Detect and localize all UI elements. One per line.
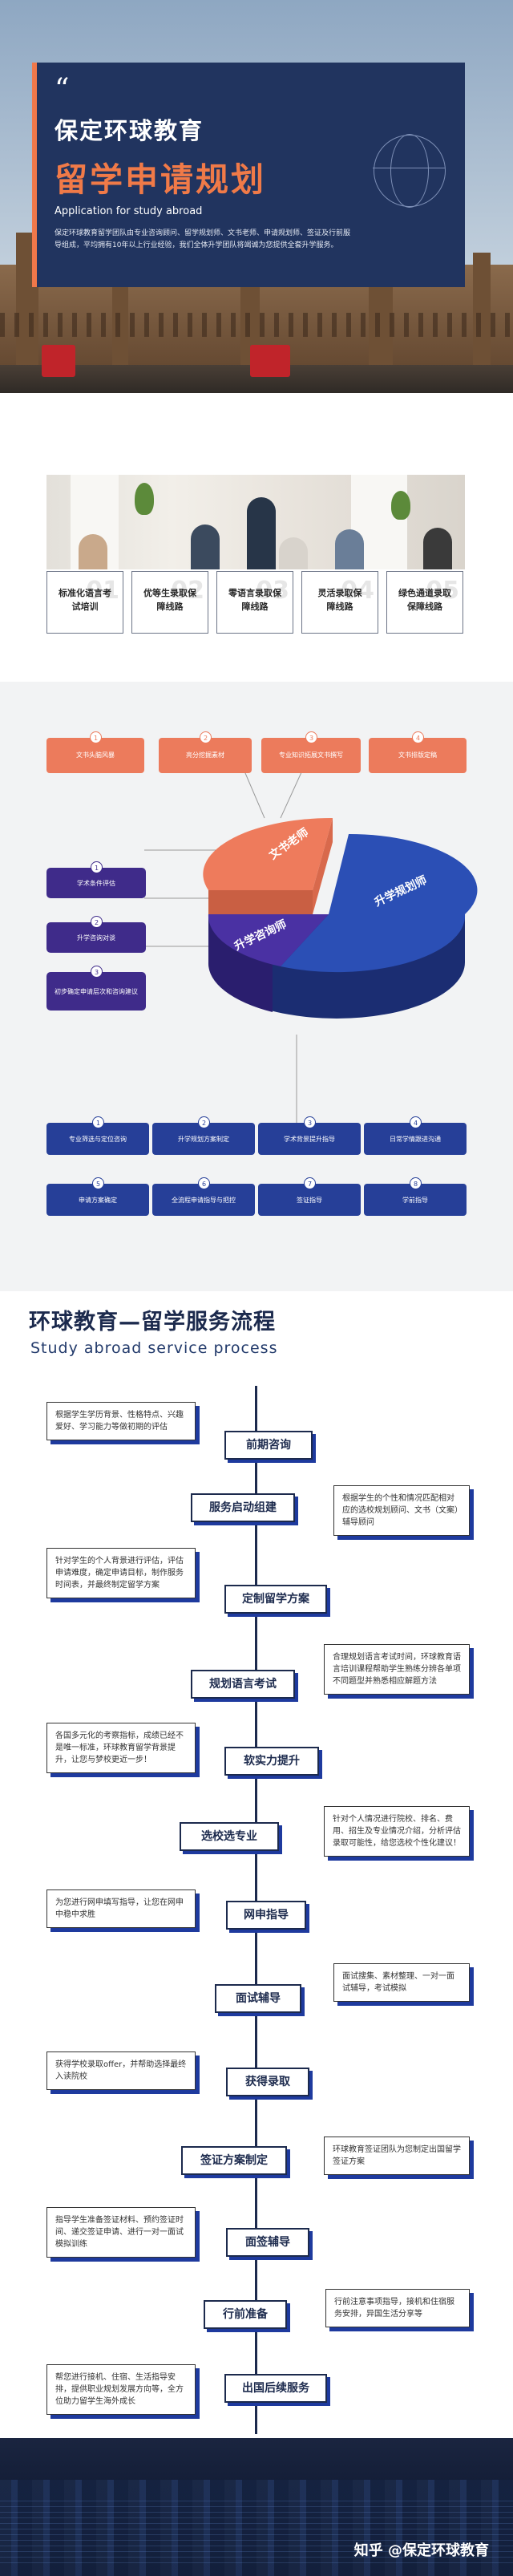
step-description: 获得学校录取offer，并帮助选择最终入读院校 (46, 2051, 196, 2090)
step-label: 定制留学方案 (224, 1585, 327, 1614)
service-card: 05 绿色通道录取保障线路 (386, 571, 463, 634)
step-label: 选校选专业 (180, 1822, 279, 1851)
hero-title-line2: 留学申请规划 (55, 160, 266, 199)
process-title-en: Study abroad service process (30, 1339, 278, 1357)
step-label: 网申指导 (226, 1901, 306, 1930)
night-city-footer: 知乎 @保定环球教育 (0, 2438, 513, 2576)
step-label: 行前准备 (204, 2300, 287, 2329)
hero-title-line1: 保定环球教育 (55, 117, 204, 144)
watermark: 知乎 @保定环球教育 (353, 2542, 489, 2559)
bus-image (42, 345, 75, 377)
step-label: 规划语言考试 (191, 1670, 295, 1699)
quote-mark: “ (55, 73, 70, 106)
step-description: 指导学生准备签证材料、预约签证时间、递交签证申请、进行一对一面试模拟训练 (46, 2207, 196, 2258)
hero-subtitle-en: Application for study abroad (55, 205, 203, 217)
hero-title-panel: “ 保定环球教育 留学申请规划 Application for study ab… (32, 63, 465, 287)
service-cards: 01 标准化语言考试培训 02 优等生录取保障线路 03 零语言录取保障线路 0… (46, 571, 465, 634)
step-label: 软实力提升 (224, 1747, 319, 1776)
step-label: 服务启动组建 (191, 1493, 295, 1522)
step-description: 针对学生的个人背景进行评估，评估申请难度，确定申请目标，制作服务时间表，并最终制… (46, 1548, 196, 1598)
globe-icon (373, 134, 446, 208)
step-label: 面签辅导 (226, 2228, 309, 2257)
step-label: 获得录取 (226, 2068, 309, 2096)
hero-description: 保定环球教育留学团队由专业咨询顾问、留学规划师、文书老师、申请规划师、签证及行前… (55, 229, 351, 249)
step-description: 行前注意事项指导，接机和住宿服务安排，异国生活分享等 (325, 2289, 470, 2327)
step-description: 环球教育签证团队为您制定出国留学签证方案 (324, 2137, 470, 2175)
process-title: 环球教育—留学服务流程 (29, 1310, 276, 1335)
step-description: 各国多元化的考察指标，成绩已经不是唯一标准，环球教育留学背景提升，让您与梦校更近… (46, 1723, 196, 1773)
step-description: 针对个人情况进行院校、排名、费用、招生及专业情况介绍，分析评估录取可能性，给您选… (324, 1806, 470, 1857)
service-card: 02 优等生录取保障线路 (131, 571, 208, 634)
step-label: 面试辅导 (215, 1984, 301, 2013)
step-description: 面试搜集、素材整理、一对一面试辅导，考试模拟 (333, 1963, 470, 2002)
bus-image (250, 345, 290, 377)
hero-banner: “ 保定环球教育 留学申请规划 Application for study ab… (0, 0, 513, 393)
service-card: 04 灵活录取保障线路 (301, 571, 378, 634)
service-card: 03 零语言录取保障线路 (216, 571, 293, 634)
step-label: 签证方案制定 (181, 2146, 287, 2175)
step-label: 出国后续服务 (224, 2374, 327, 2403)
step-description: 为您进行网申填写指导，让您在网申中稳中求胜 (46, 1889, 196, 1928)
step-description: 根据学生的个性和情况匹配相对应的选校规划顾问、文书（文案）辅导顾问 (333, 1485, 470, 1536)
step-description: 根据学生学历背景、性格特点、兴趣爱好、学习能力等做初期的评估 (46, 1402, 196, 1440)
team-pie-chart: 文书老师 升学规划师 升学咨询师 (203, 817, 478, 1019)
service-card: 01 标准化语言考试培训 (46, 571, 123, 634)
step-description: 帮您进行接机、住宿、生活指导安排，提供职业规划发展方向等，全方位助力留学生海外成… (46, 2364, 196, 2415)
step-description: 合理规划语言考试时间，环球教育语言培训课程帮助学生熟练分辨各单项不同题型并熟悉相… (324, 1644, 470, 1695)
step-label: 前期咨询 (224, 1431, 313, 1460)
classroom-photo (46, 475, 465, 569)
